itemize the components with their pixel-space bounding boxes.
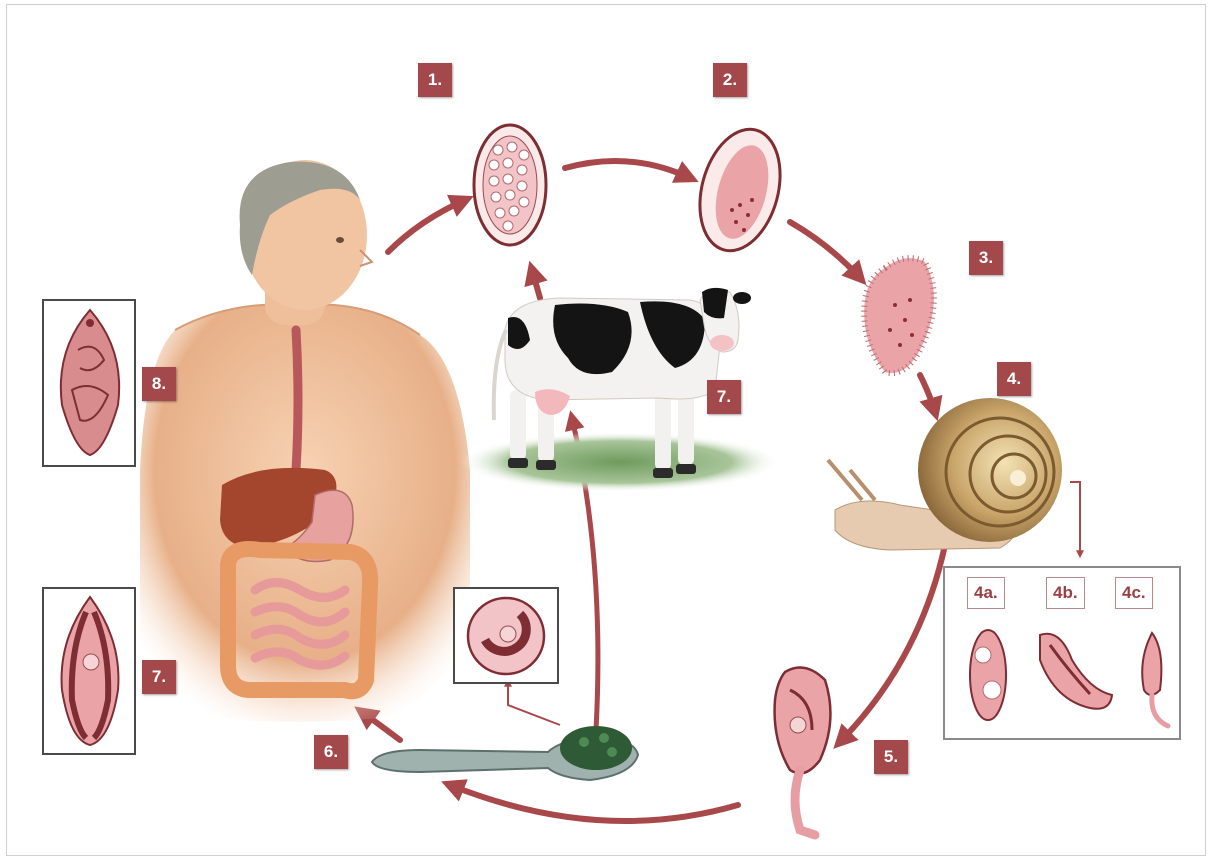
arrow-human-to-egg [388,200,465,252]
arrow-snail-to-cercaria [840,545,945,742]
step-3-badge: 3. [969,241,1003,275]
cow-nose [710,335,734,351]
step-2-badge: 2. [713,63,747,97]
cercaria-stage [775,668,831,836]
arrow-spoon-to-cyst [508,682,560,725]
arrow-miracidium-to-free [790,222,860,278]
sporocyst-shape [970,630,1006,720]
stage-4c-label: 4c. [1115,577,1153,609]
metacercaria-inset [454,588,558,683]
arrow-cercaria-to-spoon [450,785,738,821]
arrow-snail-to-stages [1070,482,1080,555]
cow-ear [733,292,751,304]
step-6-badge: 6. [314,735,348,769]
arrow-cow-to-egg [532,270,540,298]
step-5-badge: 5. [874,740,908,774]
egg-stage [474,125,546,245]
free-miracidium-stage [864,258,934,373]
leg-back-1 [510,390,526,460]
human-figure [140,160,470,722]
stage-4b-label: 4b. [1046,577,1085,609]
miracidium-in-egg-stage [687,120,793,259]
step-7-panel-badge: 7. [142,660,176,694]
step-7-cow-badge: 7. [707,380,741,414]
stage-4a-label: 4a. [967,577,1005,609]
spoon-with-greens [372,726,638,780]
step-4-badge: 4. [997,362,1031,396]
step-8-badge: 8. [142,367,176,401]
snail-illustration [828,398,1062,550]
step-1-badge: 1. [418,63,452,97]
adult-fluke-inset [43,300,135,466]
juvenile-fluke-inset [43,588,135,754]
arrow-free-to-snail [920,375,935,412]
arrow-egg-to-miracidium [565,161,690,178]
tail [494,330,506,420]
esophagus [296,330,298,470]
